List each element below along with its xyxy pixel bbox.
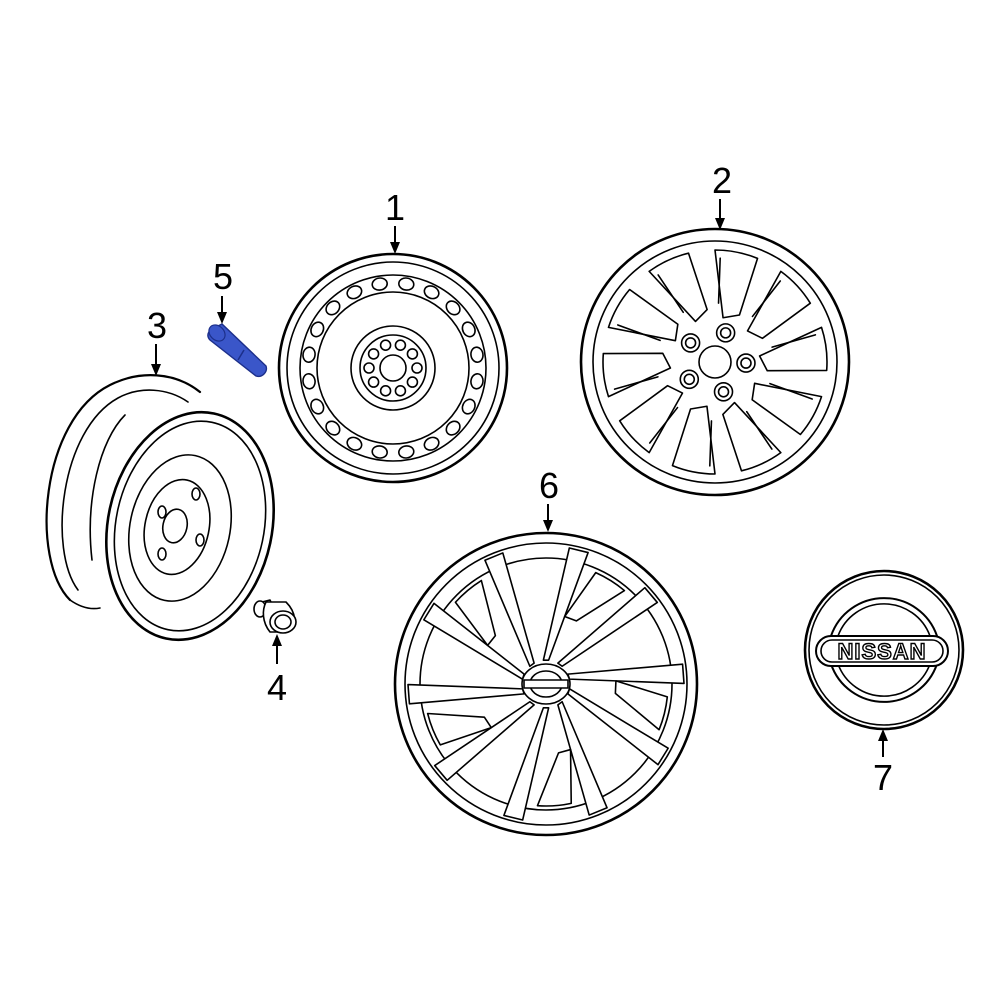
spoke-window: [746, 270, 812, 340]
cover-spoke: [557, 700, 608, 816]
vent-hole: [310, 321, 325, 338]
spoke-edge: [617, 324, 661, 342]
valve-stem-part-5[interactable]: [206, 322, 268, 378]
vent-hole: [398, 445, 415, 459]
spoke-window: [671, 405, 716, 475]
callout-1[interactable]: 1: [385, 187, 405, 254]
spare-wheel-part-3[interactable]: [45, 374, 295, 655]
vent-hole: [310, 398, 325, 415]
callout-7[interactable]: 7: [873, 729, 893, 798]
spoke-edge: [769, 382, 813, 400]
vent-hole: [371, 277, 388, 291]
cover-window: [563, 571, 626, 622]
alloy-lug-holes: [679, 323, 756, 402]
vent-hole: [302, 373, 316, 390]
lug-hole: [394, 385, 407, 397]
lug-hole: [680, 333, 701, 353]
spoke-edge: [751, 280, 782, 318]
spoke-window: [722, 401, 782, 472]
vent-holes: [302, 277, 484, 459]
spoke-window: [714, 249, 759, 319]
vent-hole: [445, 300, 461, 316]
svg-text:2: 2: [712, 160, 732, 201]
vent-hole: [470, 346, 484, 363]
vent-hole: [470, 373, 484, 390]
spoke-edge: [717, 257, 721, 304]
vent-hole: [461, 321, 476, 338]
spoke-window: [618, 384, 684, 454]
callout-2[interactable]: 2: [712, 160, 732, 230]
alloy-spokes: [602, 249, 828, 475]
vent-hole: [371, 445, 388, 459]
spoke-window: [758, 326, 828, 372]
vent-hole: [325, 300, 341, 316]
lug-hole: [363, 362, 375, 374]
cover-spoke: [503, 707, 550, 821]
cover-spoke: [542, 547, 589, 661]
svg-text:4: 4: [267, 667, 287, 708]
center-cap-part-7[interactable]: NISSAN: [803, 569, 965, 731]
lug-hole: [411, 362, 423, 374]
spoke-edge: [709, 420, 713, 467]
cover-spoke: [433, 700, 535, 782]
callout-4[interactable]: 4: [267, 634, 287, 708]
spoke-edge: [745, 410, 773, 450]
alloy-wheel-part-2[interactable]: [579, 227, 851, 497]
svg-text:1: 1: [385, 187, 405, 228]
lug-hole: [679, 369, 700, 390]
lug-hole: [715, 323, 736, 343]
cover-window: [614, 680, 669, 731]
vent-hole: [346, 285, 363, 300]
lug-nut-part-4[interactable]: [253, 599, 297, 634]
cover-spoke: [557, 586, 659, 668]
spoke-window: [602, 352, 672, 398]
lug-hole: [713, 382, 734, 402]
spoke-edge: [648, 406, 679, 444]
vent-hole: [346, 436, 363, 451]
lug-hole: [406, 348, 419, 360]
spoke-edge: [613, 376, 659, 390]
vent-hole: [461, 398, 476, 415]
vent-hole: [423, 285, 440, 300]
lug-hole: [367, 348, 380, 360]
lug-hole: [367, 376, 380, 388]
spoke-edge: [771, 334, 817, 348]
vent-hole: [445, 420, 461, 436]
vent-hole: [325, 420, 341, 436]
cover-window: [426, 712, 493, 746]
lug-hole: [394, 339, 407, 351]
lug-hole: [736, 353, 756, 373]
cover-spokes: [407, 547, 685, 821]
svg-text:7: 7: [873, 757, 893, 798]
vent-hole: [423, 436, 440, 451]
spoke-window: [751, 382, 823, 436]
cover-spoke: [407, 683, 525, 705]
brand-wordmark: NISSAN: [837, 639, 926, 664]
callout-6[interactable]: 6: [539, 465, 559, 532]
vent-hole: [398, 277, 415, 291]
wheel-cover-part-6[interactable]: [393, 531, 699, 837]
lug-hole: [379, 339, 392, 351]
cover-window: [454, 579, 497, 647]
lug-holes: [363, 339, 423, 397]
callout-5[interactable]: 5: [213, 256, 233, 324]
svg-text:6: 6: [539, 465, 559, 506]
lug-hole: [379, 385, 392, 397]
vent-hole: [302, 346, 316, 363]
callout-3[interactable]: 3: [147, 305, 167, 376]
spoke-window: [607, 288, 679, 342]
lug-hole: [406, 376, 419, 388]
svg-text:5: 5: [213, 256, 233, 297]
spoke-edge: [657, 274, 685, 314]
cover-spoke: [567, 663, 685, 685]
cover-window: [536, 748, 573, 807]
spoke-window: [648, 252, 708, 323]
svg-text:3: 3: [147, 305, 167, 346]
steel-wheel-part-1[interactable]: [277, 252, 509, 484]
cover-spoke: [484, 552, 535, 668]
